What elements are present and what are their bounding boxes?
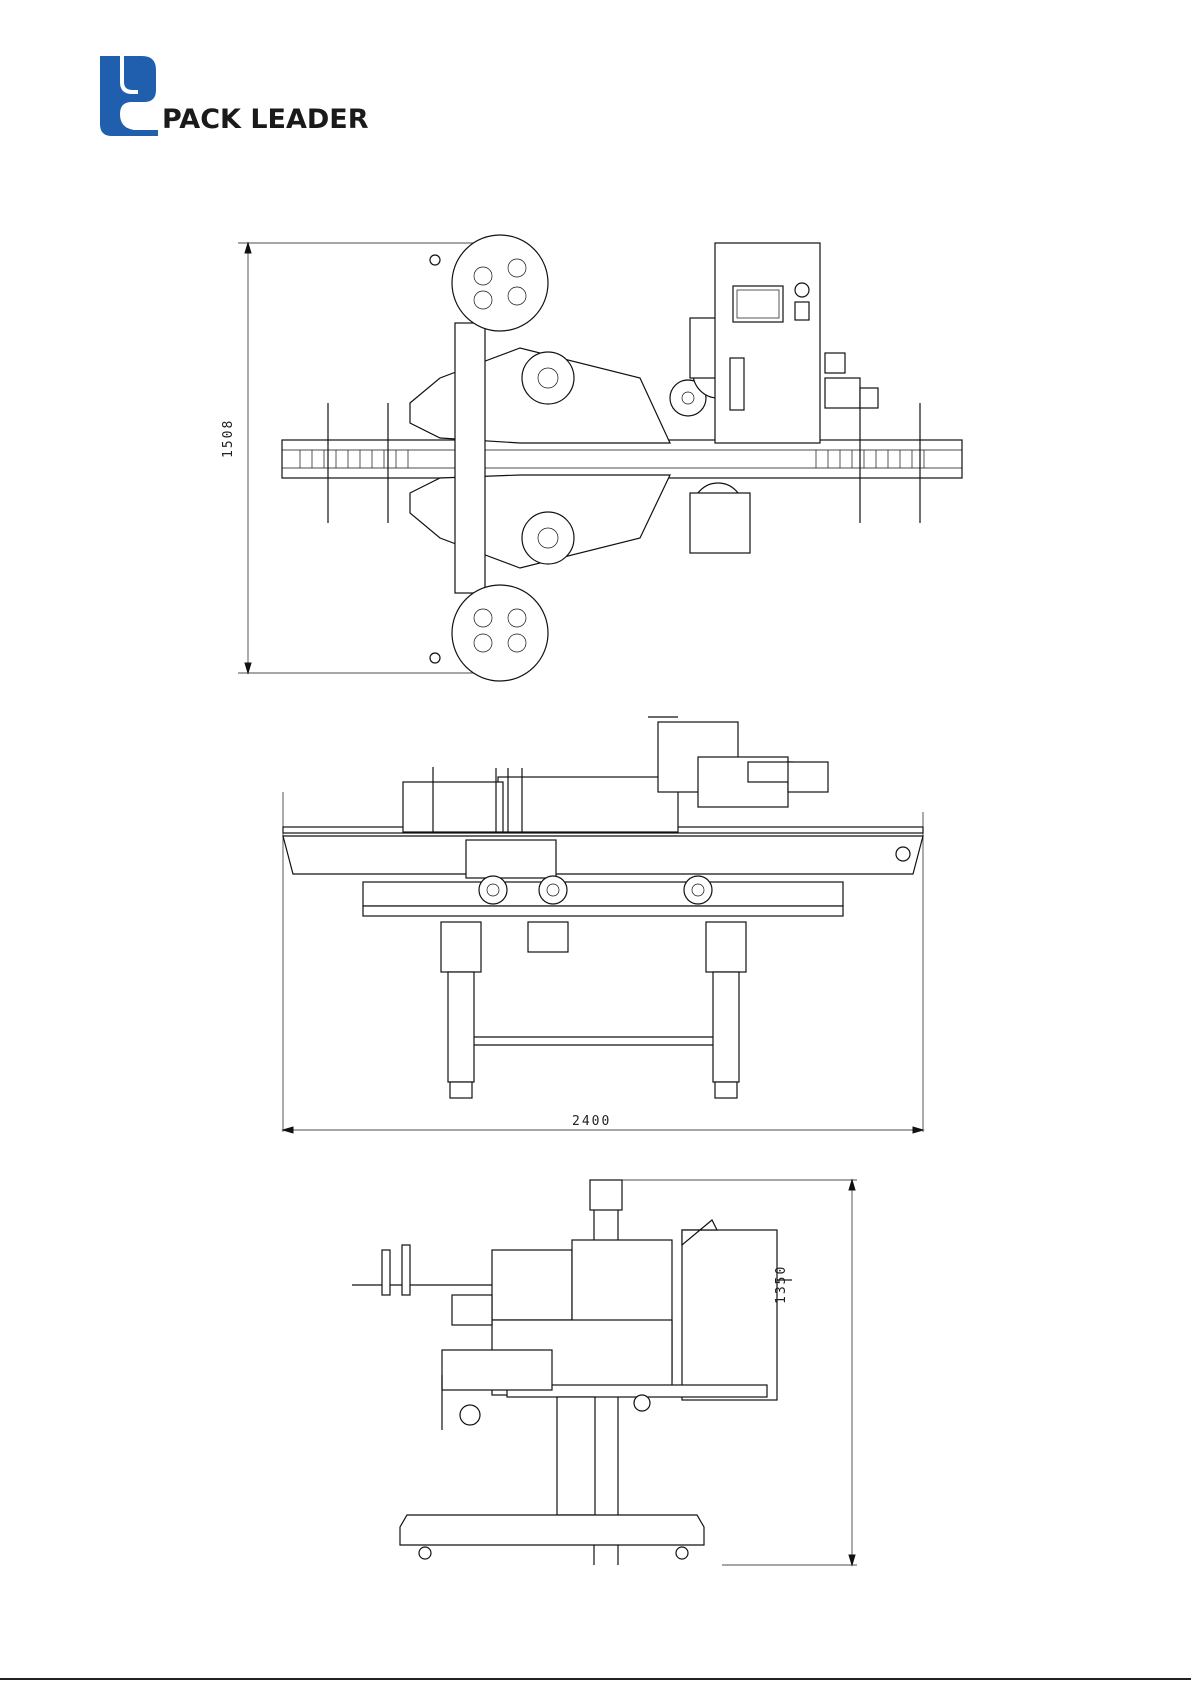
dimension-front-label-svg: 2400 (572, 1110, 652, 1130)
front-view-drawing: 2400 (278, 712, 938, 1132)
side-view-svg (352, 1175, 872, 1575)
brand-name: PACK LEADER (162, 104, 369, 135)
side-view-drawing: 1350 (352, 1175, 872, 1575)
front-view-svg (278, 712, 938, 1132)
brand-logo: PACK LEADER (98, 52, 378, 142)
dimension-height-label: 1350 (774, 1265, 789, 1304)
dimension-depth-label: 1508 (221, 419, 236, 458)
dimension-width-label: 2400 (572, 1114, 611, 1129)
top-view-svg (230, 238, 970, 678)
dimension-top-label-svg: 1508 (218, 408, 238, 468)
bottom-rule (0, 1678, 1191, 1680)
top-view-drawing: 1508 (230, 238, 970, 678)
dimension-side-label-svg: 1350 (770, 1259, 790, 1319)
